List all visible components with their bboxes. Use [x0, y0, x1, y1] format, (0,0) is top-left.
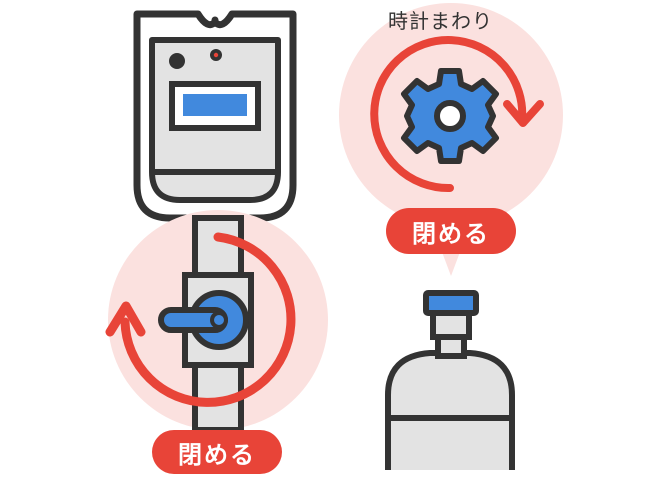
- gear-icon: [401, 68, 499, 164]
- close-gear-label: 閉める: [386, 208, 516, 254]
- gas-meter-icon: [133, 10, 297, 222]
- close-valve-label: 閉める: [152, 430, 282, 474]
- label-pointer: [442, 252, 460, 276]
- gas-cylinder-icon: [385, 290, 515, 470]
- clockwise-arrow-icon: [370, 36, 544, 193]
- clockwise-arrow-icon: [105, 232, 296, 407]
- valve-handle-icon: [158, 290, 249, 350]
- clockwise-caption: 時計まわり: [388, 9, 493, 33]
